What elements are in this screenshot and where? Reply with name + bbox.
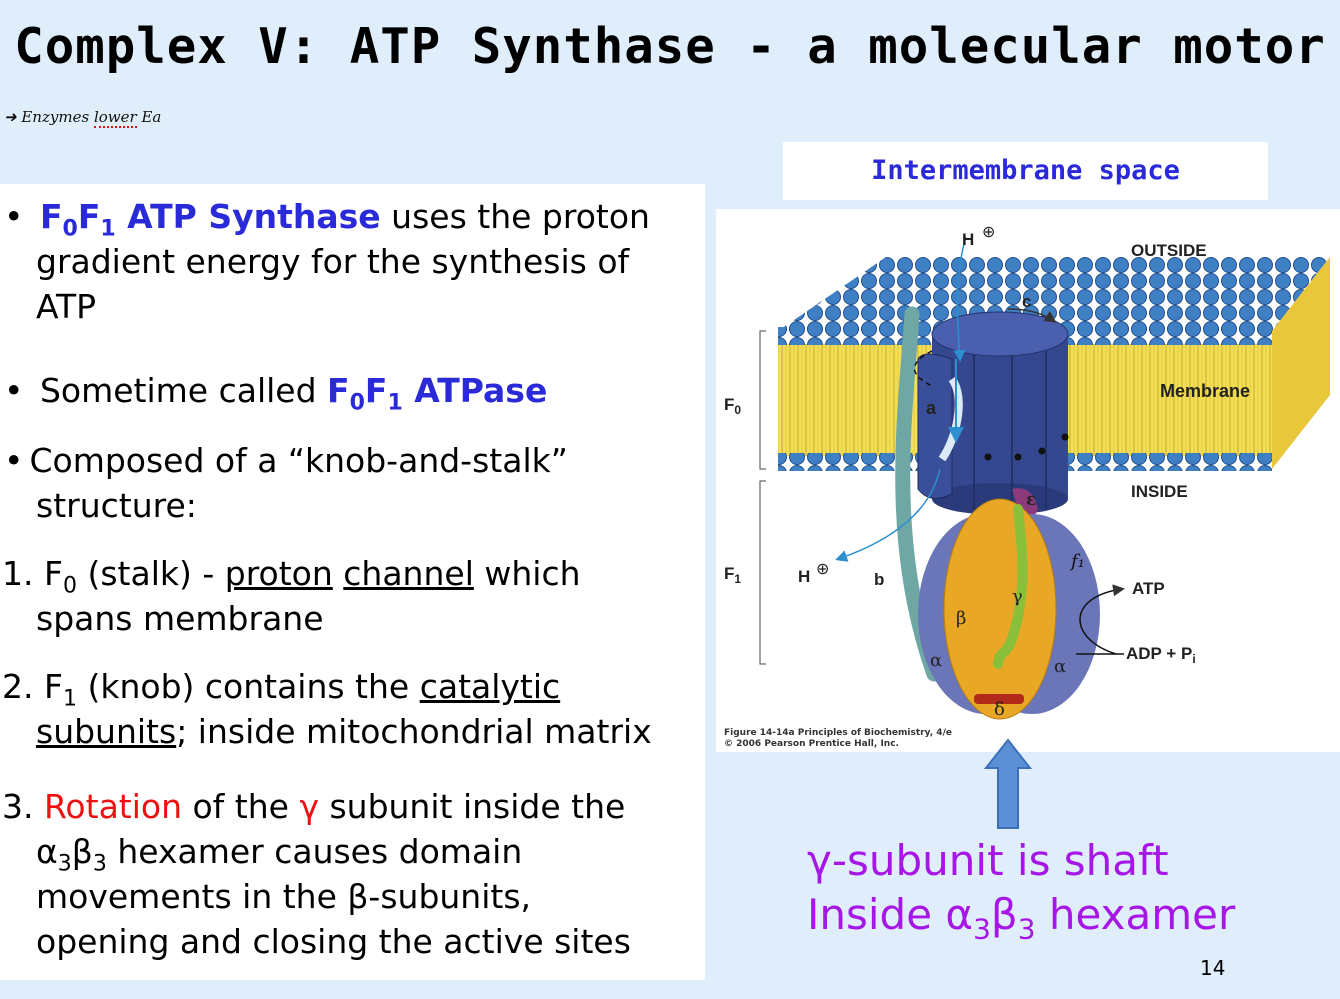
inside-label: INSIDE <box>1131 482 1188 501</box>
bullet-marker: • <box>4 197 24 236</box>
bullet-1-line3: ATP <box>36 287 97 326</box>
bullet-marker: • <box>4 371 24 410</box>
caption-line-1: Figure 14-14a Principles of Biochemistry… <box>724 728 952 738</box>
handwritten-f1-note: f₁ <box>1069 551 1085 572</box>
page-number: 14 <box>1200 956 1226 980</box>
f0-label: F0 <box>724 395 741 417</box>
bullet-3: •Composed of a “knob-and-stalk” structur… <box>4 438 568 528</box>
atp-label: ATP <box>1132 579 1165 598</box>
alpha-right-label: α <box>1054 656 1066 677</box>
note-line-2: Inside α3β3 hexamer <box>807 890 1236 946</box>
h-plus-mid-label: H <box>798 567 810 586</box>
membrane-label: Membrane <box>1160 381 1250 401</box>
delta-subunit <box>974 694 1024 704</box>
bullet-3-line2: structure: <box>36 486 197 525</box>
membrane-side <box>1272 257 1330 469</box>
bullet-marker: • <box>4 441 24 480</box>
bullet-1-text: uses the proton <box>380 197 650 236</box>
adp-label: ADP + Pi <box>1126 644 1196 666</box>
handnote-enzymes: Enzymes <box>21 108 90 126</box>
f1-label: F1 <box>724 564 741 586</box>
item-1: 1. F0 (stalk) - proton channel which spa… <box>2 551 581 641</box>
intermembrane-space-label: Intermembrane space <box>783 142 1268 200</box>
alpha-left-label: α <box>930 650 942 671</box>
atp-synthase-diagram: H ⊕ OUTSIDE c Membrane a INSIDE ε F0 F1 … <box>724 222 1330 720</box>
bullet-3-line1: Composed of a “knob-and-stalk” <box>29 441 568 480</box>
bullet-2: • Sometime called F0F1 ATPase <box>4 368 548 416</box>
handnote-ea: Ea <box>141 108 162 126</box>
c-label: c <box>1022 292 1031 311</box>
a-label: a <box>926 398 937 418</box>
caption-line-2: © 2006 Pearson Prentice Hall, Inc. <box>724 739 899 749</box>
gamma-label: γ <box>1012 586 1023 607</box>
handnote-lower: lower <box>93 108 137 128</box>
beta-label: β <box>956 608 966 629</box>
handwritten-note: ➜ Enzymes lower Ea <box>4 108 162 128</box>
membrane-top-surface <box>778 257 1330 331</box>
beta-subunit <box>943 498 1057 720</box>
content-text-box: • F0F1 ATP Synthase uses the proton grad… <box>0 184 705 980</box>
c-ring-top <box>931 311 1069 357</box>
handnote-arrow-icon: ➜ <box>4 108 17 126</box>
epsilon-label: ε <box>1026 490 1036 510</box>
a-subunit <box>917 353 953 499</box>
h-plus-top-label: H <box>962 230 974 249</box>
bullet-2-text: Sometime called <box>39 371 328 410</box>
plus-circle-icon: ⊕ <box>982 222 995 241</box>
bullet-1-line2: gradient energy for the synthesis of <box>36 242 630 281</box>
up-arrow-icon <box>984 738 1032 829</box>
gamma-subunit <box>993 504 1028 669</box>
item-2: 2. F1 (knob) contains the catalytic subu… <box>2 667 652 751</box>
delta-label: δ <box>994 699 1005 720</box>
f0f1-label: F0F1 ATP Synthase <box>39 197 381 242</box>
slide-title: Complex V: ATP Synthase - a molecular mo… <box>14 18 1326 75</box>
atpase-label: F0F1 ATPase <box>327 371 548 416</box>
b-label: b <box>874 570 884 589</box>
atp-synthase-figure: H ⊕ OUTSIDE c Membrane a INSIDE ε F0 F1 … <box>716 209 1340 752</box>
item-1-line2: spans membrane <box>36 599 324 638</box>
plus-circle-icon: ⊕ <box>816 559 829 578</box>
bullet-1: • F0F1 ATP Synthase uses the proton grad… <box>4 194 650 329</box>
item-3-line4: opening and closing the active sites <box>36 922 631 961</box>
note-line-1: γ-subunit is shaft <box>807 836 1169 885</box>
item-3: 3. Rotation of the γ subunit inside the … <box>2 784 631 964</box>
figure-caption: Figure 14-14a Principles of Biochemistry… <box>724 728 952 750</box>
outside-label: OUTSIDE <box>1131 241 1207 260</box>
item-3-line3: movements in the β-subunits, <box>36 877 532 916</box>
